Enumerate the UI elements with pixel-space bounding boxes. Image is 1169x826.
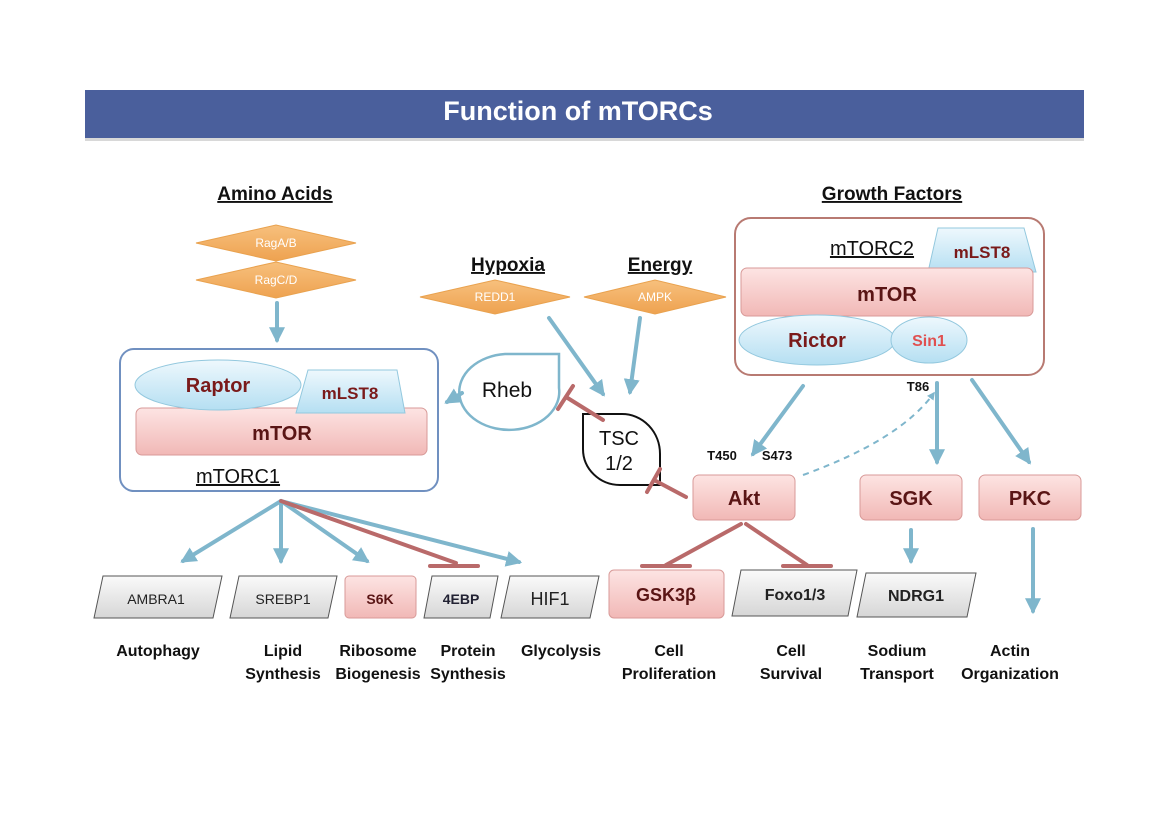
mtorc2-label: mTORC2 (830, 238, 914, 260)
mtorc2-sin1-label: Sin1 (912, 333, 946, 350)
arrow-mtorc1-to-hif1 (279, 499, 523, 567)
outcome-actin-2: Organization (961, 666, 1059, 683)
heading-amino-acids: Amino Acids (217, 184, 332, 205)
pkc-box (978, 474, 1082, 521)
outcome-cell-surv-2: Survival (760, 666, 822, 683)
sgk-box (859, 474, 963, 521)
outcome-sodium-1: Sodium (868, 643, 927, 660)
mtorc1-mlst8-shape (295, 369, 406, 414)
page-title: Function of mTORCs (443, 96, 713, 126)
outcome-sodium-2: Transport (860, 666, 934, 683)
inhibit-mtorc1-to-4ebp (279, 499, 458, 565)
arrow-rheb-to-mtorc1 (444, 388, 464, 404)
mtorc1-mlst8-label: mLST8 (322, 384, 379, 403)
site-t86: T86 (907, 379, 929, 394)
site-s473: S473 (762, 448, 792, 463)
outcome-cell-surv-1: Cell (776, 643, 805, 660)
akt-label: Akt (728, 488, 761, 510)
inhibit-tsc-to-rheb-bar (556, 384, 575, 411)
target-ambra1: AMBRA1 (93, 575, 223, 619)
heading-energy: Energy (628, 255, 693, 276)
target-ambra1-label: AMBRA1 (127, 591, 185, 607)
title-bar (85, 90, 1084, 138)
raga-b-label: RagA/B (255, 236, 296, 250)
rheb-shape (458, 352, 561, 432)
arrow-ampk-to-tsc (623, 316, 642, 396)
arrow-mtorc2-to-pkc (970, 378, 1031, 465)
outcome-cell-prolif-1: Cell (654, 643, 683, 660)
target-srebp1-label: SREBP1 (255, 591, 310, 607)
ampk-diamond: AMPK (583, 279, 727, 315)
heading-hypoxia: Hypoxia (471, 255, 545, 276)
arrow-mtorc1-to-s6k (279, 499, 370, 563)
target-gsk3b-label: GSK3β (636, 585, 696, 605)
target-ndrg1: NDRG1 (856, 572, 977, 618)
outcome-autophagy: Autophagy (116, 643, 200, 660)
target-s6k-label: S6K (366, 591, 393, 607)
akt-box (692, 474, 796, 521)
target-gsk3b: GSK3β (608, 569, 725, 619)
redd1-label: REDD1 (475, 290, 516, 304)
mtorc2-mlst8-shape (927, 227, 1037, 273)
outcome-actin-1: Actin (990, 643, 1030, 660)
arrow-akt-to-sin1-dashed (802, 391, 935, 476)
rheb-label: Rheb (482, 379, 532, 402)
outcome-ribosome-2: Biogenesis (335, 666, 420, 683)
ampk-label: AMPK (638, 290, 672, 304)
outcome-ribosome-1: Ribosome (339, 643, 416, 660)
pkc-label: PKC (1009, 488, 1051, 510)
mtorc2-rictor-label: Rictor (788, 330, 846, 352)
outcome-glycolysis: Glycolysis (521, 643, 601, 660)
mtorc1-raptor-oval (134, 359, 302, 411)
title-bar-shadow (85, 138, 1084, 141)
raga-b-diamond: RagA/B (195, 224, 357, 262)
arrow-mtorc2-to-akt (751, 384, 805, 457)
mtorc2-sin1-oval (890, 316, 968, 364)
heading-growth-factors: Growth Factors (822, 184, 962, 205)
outcome-protein-1: Protein (440, 643, 495, 660)
mtorc1-mtor-box (135, 407, 428, 456)
target-foxo-label: Foxo1/3 (765, 587, 826, 604)
outcome-cell-prolif-2: Proliferation (622, 666, 716, 683)
mtorc2-mtor-box (740, 267, 1034, 317)
inhibit-akt-to-tsc (652, 478, 688, 499)
target-srebp1: SREBP1 (229, 575, 338, 619)
inhibit-akt-to-gsk3b (664, 522, 743, 567)
inhibit-akt-to-tsc-bar (645, 467, 662, 494)
mtorc2-mlst8-label: mLST8 (954, 243, 1011, 262)
redd1-diamond: REDD1 (419, 279, 571, 315)
inhibit-akt-to-foxo (744, 522, 809, 567)
outcome-lipid-1: Lipid (264, 643, 302, 660)
mtorc1-label: mTORC1 (196, 466, 280, 488)
outcome-lipid-2: Synthesis (245, 666, 321, 683)
outcome-protein-2: Synthesis (430, 666, 506, 683)
arrow-redd1-to-tsc (547, 316, 605, 397)
tsc-label-line2: 1/2 (605, 453, 633, 475)
target-4ebp-label: 4EBP (443, 591, 480, 607)
ragc-d-diamond: RagC/D (195, 261, 357, 299)
target-4ebp: 4EBP (423, 575, 499, 619)
mtorc1-raptor-label: Raptor (186, 375, 251, 397)
site-t450: T450 (707, 448, 737, 463)
target-foxo: Foxo1/3 (731, 569, 858, 617)
mtorc2-mtor-label: mTOR (857, 284, 917, 306)
sgk-label: SGK (889, 488, 933, 510)
target-ndrg1-label: NDRG1 (888, 588, 944, 605)
mtorc1-mtor-label: mTOR (252, 423, 312, 445)
tsc-label-line1: TSC (599, 428, 639, 450)
target-s6k: S6K (344, 575, 417, 619)
inhibit-tsc-to-rheb (564, 395, 605, 422)
arrow-mtorc1-to-ambra1 (180, 499, 283, 563)
ragc-d-label: RagC/D (255, 273, 298, 287)
target-hif1: HIF1 (500, 575, 600, 619)
target-hif1-label: HIF1 (530, 589, 569, 609)
